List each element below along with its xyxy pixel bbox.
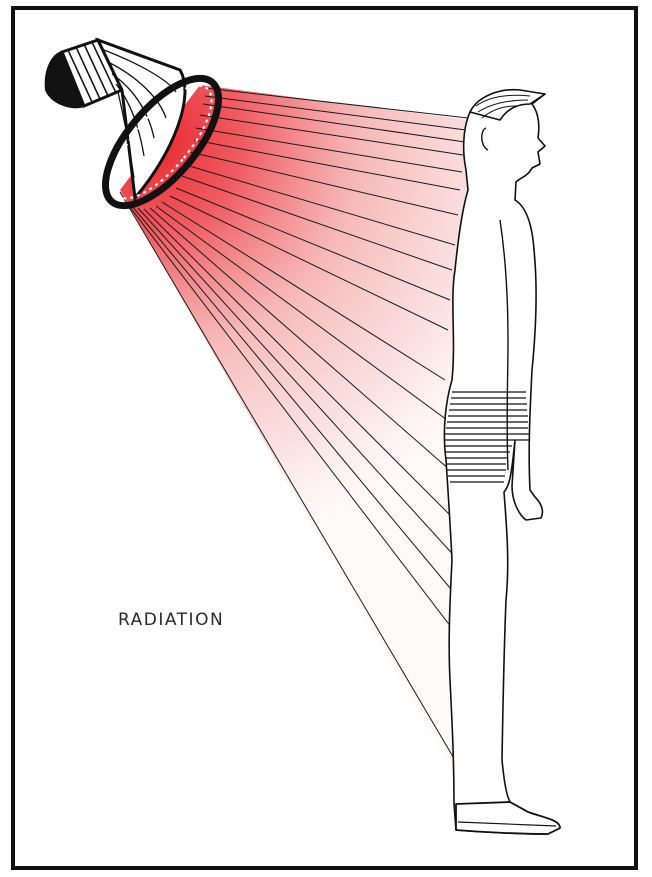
caption-radiation: RADIATION [118,610,224,630]
